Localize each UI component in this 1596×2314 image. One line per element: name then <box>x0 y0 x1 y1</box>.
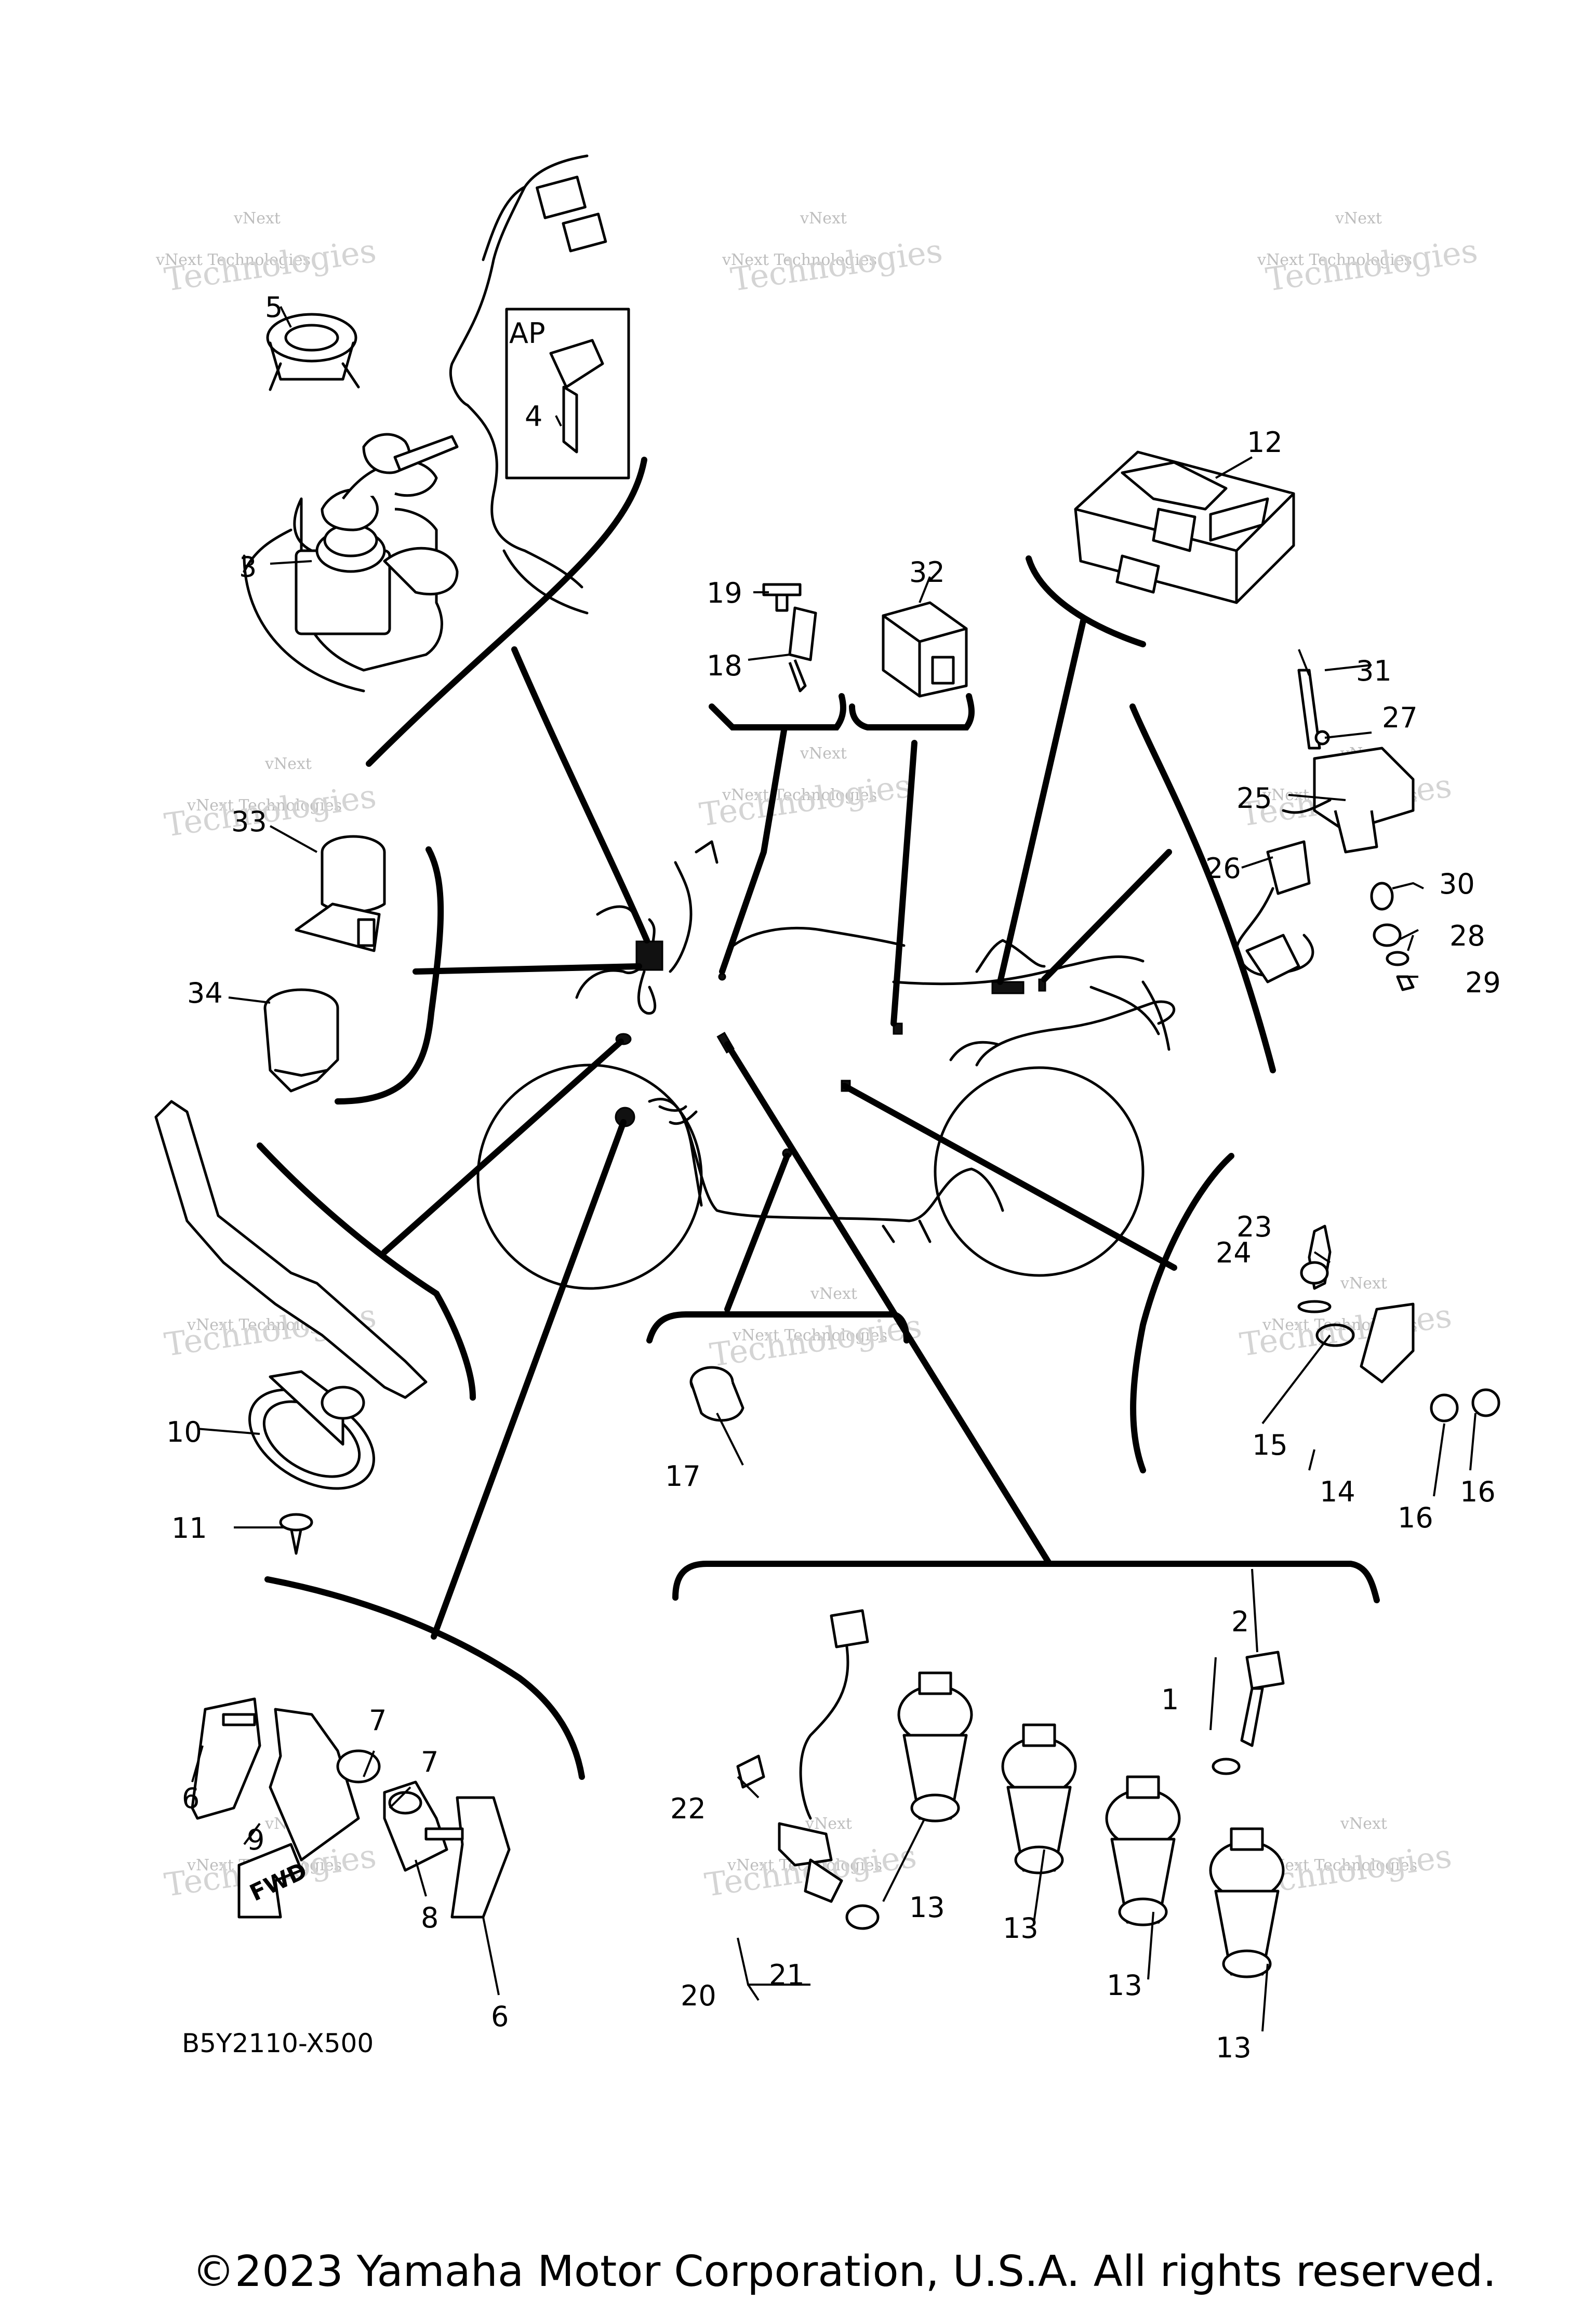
callout-14: 14 <box>1320 1475 1355 1508</box>
callout-13b: 13 <box>1003 1912 1039 1945</box>
callout-33: 33 <box>231 805 267 838</box>
callout-29: 29 <box>1465 966 1501 999</box>
watermark-text: vNext Technologies <box>722 251 877 269</box>
callout-34: 34 <box>187 977 223 1009</box>
callout-18: 18 <box>707 649 742 682</box>
watermark-text: vNext Technologies <box>1257 251 1412 269</box>
callout-25: 25 <box>1236 782 1272 815</box>
watermark-text: vNext <box>1340 1274 1387 1293</box>
watermark-text: vNext <box>810 1285 857 1303</box>
watermark-text: vNext <box>264 755 312 773</box>
callout-30: 30 <box>1439 868 1475 900</box>
watermark-text: vNext Technologies <box>187 796 342 815</box>
watermark-text: vNext <box>1340 1815 1387 1833</box>
watermark-text: Technologies <box>162 777 378 844</box>
watermark-text: vNext Technologies <box>155 251 311 269</box>
watermark-text: vNext <box>1335 209 1382 228</box>
callout-22: 22 <box>670 1792 706 1825</box>
horn-group <box>154 1100 428 1555</box>
sensor-14-group <box>1297 1225 1500 1422</box>
callout-4: 4 <box>525 400 542 433</box>
watermark-text: vNext Technologies <box>722 786 877 804</box>
callout-13a: 13 <box>909 1891 945 1924</box>
watermark-text: vNext Technologies <box>1262 1856 1417 1874</box>
callout-8: 8 <box>421 1901 438 1934</box>
callout-numbers: 1 2 3 4 5 6 6 7 7 8 9 10 11 12 13 13 13 … <box>166 291 1501 2064</box>
callout-26: 26 <box>1205 852 1241 885</box>
watermark-text: Technologies <box>162 231 378 298</box>
callout-19: 19 <box>707 577 742 609</box>
callout-17: 17 <box>665 1460 701 1493</box>
watermark-text: Technologies <box>1238 1296 1454 1363</box>
callout-3: 3 <box>239 551 257 583</box>
callout-1: 1 <box>1161 1683 1179 1716</box>
pedal-group: FWD <box>191 1697 511 1919</box>
callout-27: 27 <box>1382 701 1418 734</box>
motorcycle-outline <box>476 840 1176 1290</box>
ap-label: AP <box>509 317 546 350</box>
callout-12: 12 <box>1247 426 1283 459</box>
watermark-text: vNext <box>800 744 847 763</box>
callout-6a: 6 <box>182 1782 200 1815</box>
injector-group <box>897 1651 1285 1978</box>
watermark-text: vNext <box>233 209 281 228</box>
watermark-text: vNext Technologies <box>732 1326 887 1345</box>
callout-13c: 13 <box>1107 1969 1142 2002</box>
watermark-text: Technologies <box>697 766 913 833</box>
callout-23: 23 <box>1236 1211 1272 1243</box>
callout-21: 21 <box>769 1959 805 1991</box>
callout-16a: 16 <box>1398 1501 1433 1534</box>
callout-13d: 13 <box>1216 2031 1252 2064</box>
callout-9: 9 <box>247 1824 264 1856</box>
callout-6b: 6 <box>491 2000 509 2033</box>
switch-17-group <box>689 1366 744 1422</box>
watermark-text: Technologies <box>728 231 945 298</box>
callout-24: 24 <box>1216 1236 1252 1269</box>
callout-10: 10 <box>166 1416 202 1448</box>
callout-7a: 7 <box>369 1704 387 1737</box>
callout-5: 5 <box>265 291 283 324</box>
callout-20: 20 <box>681 1979 716 2012</box>
watermark-text: Technologies <box>1264 231 1480 298</box>
callout-leaders <box>191 306 1477 2032</box>
group-brackets <box>257 457 1380 1780</box>
callout-31: 31 <box>1356 655 1392 687</box>
callout-11: 11 <box>171 1512 207 1545</box>
ecu-group <box>1074 450 1295 604</box>
o2-sensor-group <box>736 1609 880 2001</box>
watermark-group: vNext vNext Technologies Technologies vN… <box>155 209 1480 1904</box>
callout-7b: 7 <box>421 1746 438 1778</box>
sensor-33-group <box>263 835 386 1093</box>
callout-28: 28 <box>1449 920 1485 952</box>
callout-2: 2 <box>1231 1605 1249 1638</box>
callout-32: 32 <box>909 556 945 589</box>
group-connector-lines <box>381 618 1177 1640</box>
lean-sensor-group <box>1235 669 1424 991</box>
callout-16b: 16 <box>1460 1475 1496 1508</box>
relay-32-group <box>882 601 968 698</box>
diagram-code: B5Y2110-X500 <box>182 2028 374 2058</box>
callout-15: 15 <box>1252 1429 1288 1461</box>
main-switch-group: AP <box>243 154 630 693</box>
sensor-18-group <box>762 583 817 693</box>
watermark-text: vNext <box>800 209 847 228</box>
copyright-text: ©2023 Yamaha Motor Corporation, U.S.A. A… <box>192 2247 1496 2296</box>
